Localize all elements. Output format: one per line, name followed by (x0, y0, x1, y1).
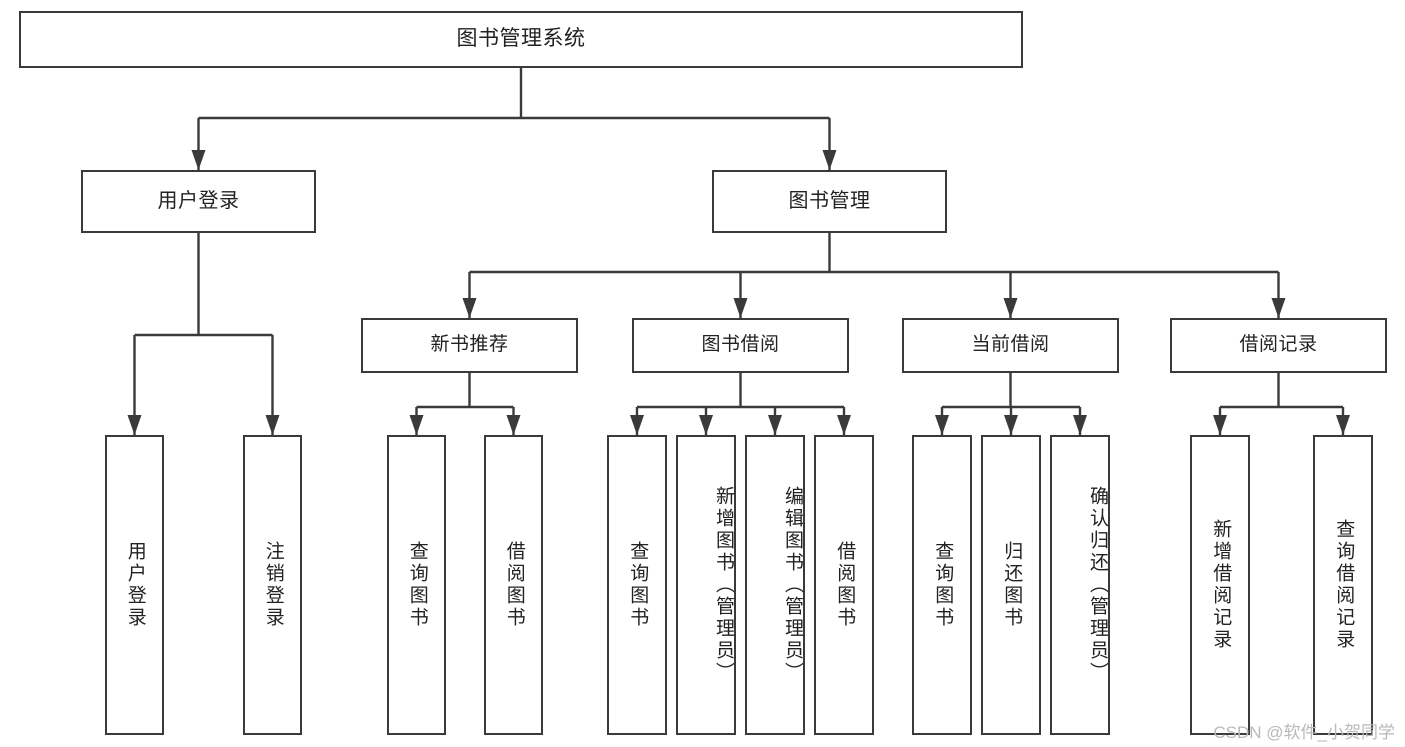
node-new-book-rec[interactable]: 新书推荐 (361, 318, 578, 373)
node-user-login[interactable]: 用户登录 (81, 170, 316, 233)
arrow-head-icon (506, 415, 521, 435)
arrow-head-icon (1271, 298, 1286, 318)
node-leaf-add-book[interactable]: 新增图书（管理员） (676, 435, 736, 735)
node-borrow-record[interactable]: 借阅记录 (1170, 318, 1387, 373)
node-leaf-user-logout[interactable]: 注销登录 (243, 435, 302, 735)
node-book-manage[interactable]: 图书管理 (712, 170, 947, 233)
node-book-borrow[interactable]: 图书借阅 (632, 318, 849, 373)
arrow-head-icon (837, 415, 851, 435)
arrow-head-icon (699, 415, 713, 435)
node-current-borrow[interactable]: 当前借阅 (902, 318, 1119, 373)
watermark: CSDN @软件_小贺同学 (1213, 723, 1395, 742)
arrow-head-icon (1073, 415, 1087, 435)
arrow-head-icon (630, 415, 644, 435)
arrow-head-icon (733, 298, 748, 318)
node-leaf-add-record[interactable]: 新增借阅记录 (1190, 435, 1250, 735)
node-leaf-query-record[interactable]: 查询借阅记录 (1313, 435, 1373, 735)
arrow-head-icon (127, 415, 142, 435)
node-leaf-query-book-1[interactable]: 查询图书 (387, 435, 446, 735)
arrow-head-icon (462, 298, 477, 318)
arrow-head-icon (935, 415, 949, 435)
node-leaf-borrow-book-1[interactable]: 借阅图书 (484, 435, 543, 735)
arrow-head-icon (409, 415, 424, 435)
node-root[interactable]: 图书管理系统 (19, 11, 1023, 68)
node-leaf-borrow-book-2[interactable]: 借阅图书 (814, 435, 874, 735)
arrow-head-icon (1004, 415, 1018, 435)
node-leaf-query-book-2[interactable]: 查询图书 (607, 435, 667, 735)
node-leaf-query-book-3[interactable]: 查询图书 (912, 435, 972, 735)
node-leaf-return-book[interactable]: 归还图书 (981, 435, 1041, 735)
node-leaf-edit-book[interactable]: 编辑图书（管理员） (745, 435, 805, 735)
arrow-head-icon (265, 415, 280, 435)
arrow-head-icon (191, 150, 206, 170)
arrow-head-icon (1003, 298, 1018, 318)
arrow-head-icon (768, 415, 782, 435)
arrow-head-icon (1213, 415, 1227, 435)
arrow-head-icon (1336, 415, 1350, 435)
node-leaf-confirm-return[interactable]: 确认归还（管理员） (1050, 435, 1110, 735)
arrow-head-icon (822, 150, 837, 170)
node-leaf-user-login[interactable]: 用户登录 (105, 435, 164, 735)
